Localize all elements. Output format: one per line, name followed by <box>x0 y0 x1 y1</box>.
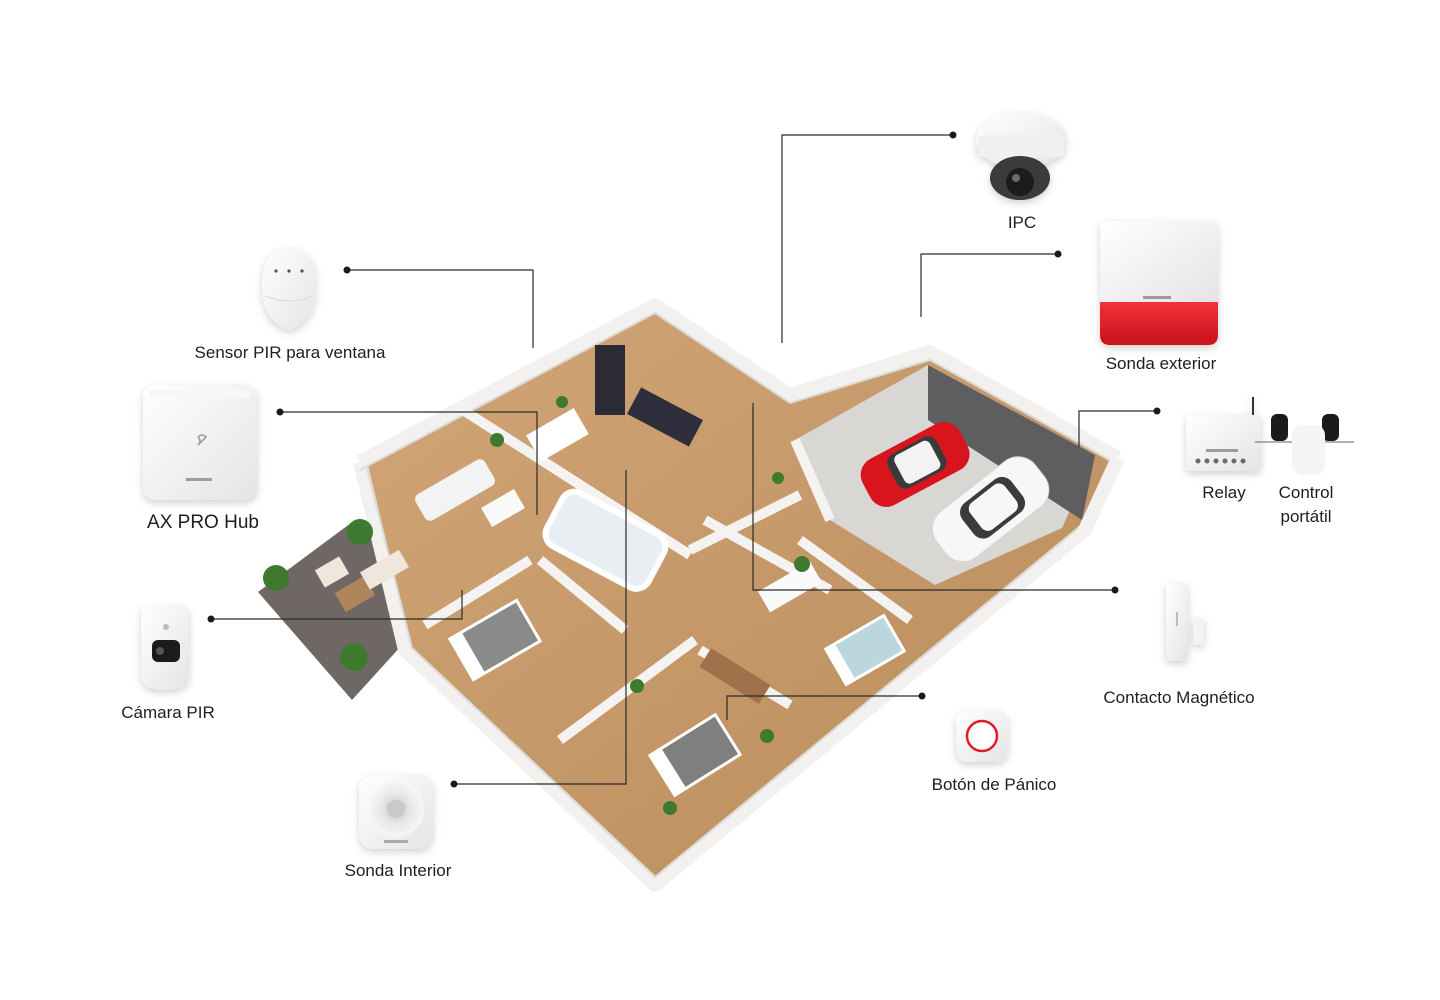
connector-pir-camera <box>211 590 463 620</box>
car-red <box>860 422 970 507</box>
label-relay: Relay <box>1202 483 1246 502</box>
coffee-table <box>481 488 525 528</box>
door-contact-icon <box>1166 583 1204 661</box>
panic-button-icon <box>956 710 1008 762</box>
label-control-portatil: Control portátil <box>1278 483 1334 526</box>
connector-relay <box>1078 410 1157 447</box>
label-ax-pro-hub: AX PRO Hub <box>147 512 259 533</box>
patio-bench <box>359 549 409 590</box>
connector-dots <box>207 131 1161 788</box>
connector-magnetic <box>752 403 1115 591</box>
hub-icon <box>143 385 257 500</box>
patio-table <box>334 575 376 613</box>
keyfob-icon <box>1255 414 1354 475</box>
connector-siren-indoor <box>454 470 627 785</box>
label-sonda-interior: Sonda Interior <box>344 861 452 880</box>
garage-back-wall <box>928 365 1095 520</box>
label-contacto-magnetico: Contacto Magnético <box>1103 688 1255 707</box>
connector-pir-window <box>347 269 534 348</box>
connector-hub <box>280 411 538 515</box>
pir-sensor-icon <box>262 248 316 330</box>
bathtub <box>542 488 669 592</box>
bed <box>823 613 907 687</box>
bed <box>647 712 743 798</box>
outer-walls <box>353 298 1125 892</box>
sofa <box>415 459 495 521</box>
patio-bench <box>314 556 350 588</box>
plants <box>263 396 810 815</box>
label-sensor-pir-ventana: Sensor PIR para ventana <box>194 343 386 362</box>
label-ipc: IPC <box>1007 213 1037 232</box>
kitchen-counter <box>595 345 625 415</box>
relay-icon <box>1186 397 1261 471</box>
connector-siren-outdoor <box>920 253 1058 317</box>
outdoor-siren-icon <box>1100 221 1218 345</box>
house-floor-plan <box>258 298 1125 892</box>
kitchen-island <box>627 387 703 447</box>
pir-camera-icon <box>141 606 189 690</box>
bed <box>447 598 543 682</box>
dining-table <box>526 408 589 462</box>
bookshelf <box>699 648 771 704</box>
connector-ipc <box>781 134 953 343</box>
connector-lines <box>211 134 1157 785</box>
label-sonda-exterior: Sonda exterior <box>1105 354 1217 373</box>
indoor-siren-icon <box>359 775 433 849</box>
label-camara-pir: Cámara PIR <box>121 703 215 722</box>
label-boton-panico: Botón de Pánico <box>931 775 1057 794</box>
desk <box>758 561 822 613</box>
connector-panic <box>726 695 922 720</box>
car-white <box>931 456 1050 563</box>
dome-camera-icon <box>976 112 1066 200</box>
